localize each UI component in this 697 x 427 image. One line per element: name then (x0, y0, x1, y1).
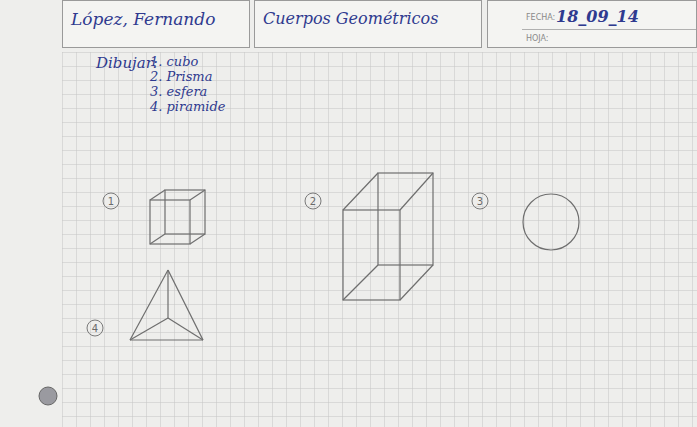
header-name-box: López, Fernando (62, 0, 250, 48)
instruction-heading: Dibujar: (96, 54, 158, 72)
callout-number: 3 (477, 196, 483, 207)
circled-number: 1 (102, 192, 120, 210)
header-text: Cuerpos Geométricos (263, 9, 438, 28)
circled-number: 4 (86, 319, 104, 337)
callout-number: 1 (108, 196, 114, 207)
callout-number: 2 (310, 196, 316, 207)
list-item: 2. Prisma (150, 69, 212, 84)
header-text: 18_09_14 (556, 7, 639, 26)
circled-number: 2 (304, 192, 322, 210)
header-title-box: Cuerpos Geométricos (254, 0, 482, 48)
header-text: FECHA: (526, 13, 555, 22)
date-box-divider (522, 29, 696, 30)
header-text: HOJA: (526, 34, 549, 43)
circled-number: 3 (471, 192, 489, 210)
header-date-box: FECHA:18_09_14HOJA: (487, 0, 697, 48)
list-item: 4. piramide (150, 99, 225, 114)
list-item: 3. esfera (150, 84, 207, 99)
callout-number: 4 (92, 323, 98, 334)
list-item: 1. cubo (150, 54, 198, 69)
header-text: López, Fernando (71, 9, 215, 29)
